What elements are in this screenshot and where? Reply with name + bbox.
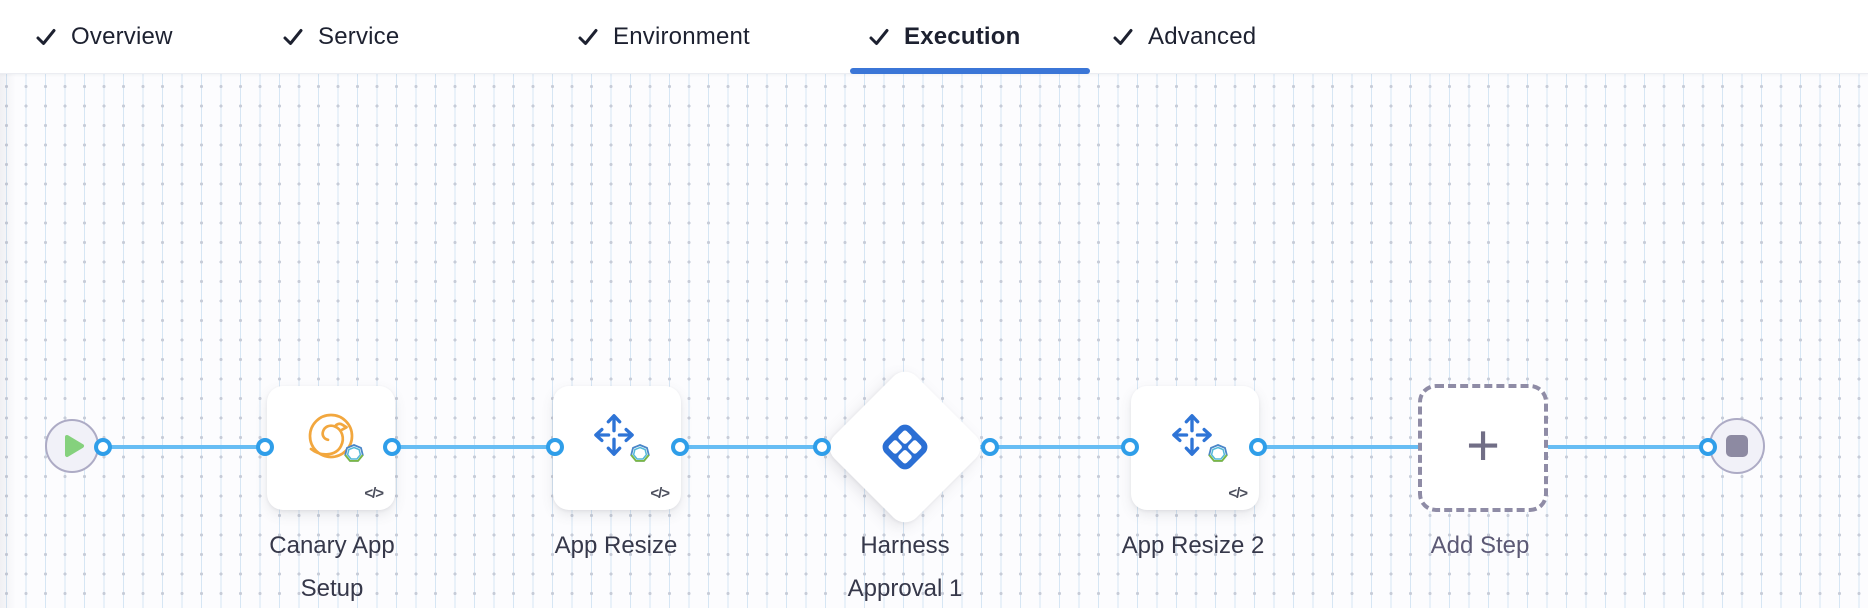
port-resize2-out[interactable] xyxy=(1249,438,1267,456)
hexagon-badge-icon xyxy=(629,443,651,470)
port-canary-in[interactable] xyxy=(256,438,274,456)
check-icon xyxy=(578,28,598,45)
step-label: App Resize xyxy=(554,532,678,559)
tab-service[interactable]: Service xyxy=(282,0,399,73)
tab-overview[interactable]: Overview xyxy=(35,0,173,73)
resize-arrows-icon xyxy=(1167,410,1228,466)
port-approval-in[interactable] xyxy=(813,438,831,456)
hexagon-badge-icon xyxy=(343,443,365,470)
tab-label: Overview xyxy=(71,22,173,50)
play-icon xyxy=(65,435,84,457)
port-end-in[interactable] xyxy=(1699,438,1717,456)
step-label: Canary App Setup xyxy=(269,532,395,602)
code-icon: </> xyxy=(650,485,670,502)
plus-icon: + xyxy=(1466,413,1500,478)
port-resize-out[interactable] xyxy=(671,438,689,456)
pipeline-end-node[interactable] xyxy=(1709,418,1765,474)
add-step-button[interactable]: + xyxy=(1418,384,1548,512)
tab-advanced[interactable]: Advanced xyxy=(1112,0,1256,73)
check-icon xyxy=(1113,28,1133,45)
check-icon xyxy=(869,28,889,45)
port-start-out[interactable] xyxy=(94,438,112,456)
step-node-harness-approval[interactable] xyxy=(822,364,988,530)
active-tab-underline xyxy=(850,68,1090,74)
step-label: Harness Approval 1 xyxy=(847,532,963,602)
add-step-label: Add Step xyxy=(1430,532,1530,559)
execution-graph-canvas[interactable]: </> </> xyxy=(0,74,1868,608)
port-canary-out[interactable] xyxy=(383,438,401,456)
tab-environment[interactable]: Environment xyxy=(577,0,750,73)
tab-label: Service xyxy=(318,22,400,50)
resize-arrows-icon xyxy=(589,410,650,466)
stop-icon xyxy=(1726,435,1748,457)
hexagon-badge-icon xyxy=(1207,443,1229,470)
tab-label: Environment xyxy=(613,22,750,50)
check-icon xyxy=(283,28,303,45)
check-icon xyxy=(36,28,56,45)
step-label: App Resize 2 xyxy=(1121,532,1265,559)
code-icon: </> xyxy=(364,485,384,502)
step-node-app-resize-2[interactable]: </> xyxy=(1131,386,1259,510)
port-approval-out[interactable] xyxy=(981,438,999,456)
step-node-app-resize[interactable]: </> xyxy=(553,386,681,510)
pipeline-studio-tabbar: Overview Service Environment Execution A… xyxy=(0,0,1868,74)
tab-execution[interactable]: Execution xyxy=(868,0,1021,73)
pipeline-start-node[interactable] xyxy=(45,419,99,473)
canary-bird-icon xyxy=(303,410,364,466)
port-resize2-in[interactable] xyxy=(1121,438,1139,456)
left-edge-shadow xyxy=(0,74,16,608)
step-node-canary-app-setup[interactable]: </> xyxy=(267,386,395,510)
port-resize-in[interactable] xyxy=(546,438,564,456)
tab-label: Execution xyxy=(904,22,1021,50)
code-icon: </> xyxy=(1228,485,1248,502)
tab-label: Advanced xyxy=(1148,22,1257,50)
